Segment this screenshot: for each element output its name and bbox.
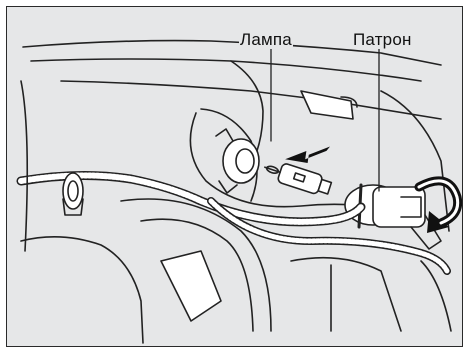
socket-label: Патрон [352, 31, 413, 49]
panel-line [61, 81, 441, 119]
headlight-bulb-illustration [7, 7, 463, 347]
insert-arrow-icon [284, 147, 331, 166]
side-curve [21, 81, 27, 251]
splash-guard [161, 251, 221, 321]
lower-bracket [291, 258, 401, 331]
grommet [63, 173, 83, 209]
bracket [301, 91, 353, 119]
lamp [262, 158, 333, 198]
hood-inner-edge [31, 59, 421, 81]
bulb-mount-tab [216, 129, 233, 141]
fender-edge [21, 237, 143, 343]
diagram-frame: Лампа Патрон [6, 6, 463, 347]
lamp-label: Лампа [239, 31, 293, 49]
